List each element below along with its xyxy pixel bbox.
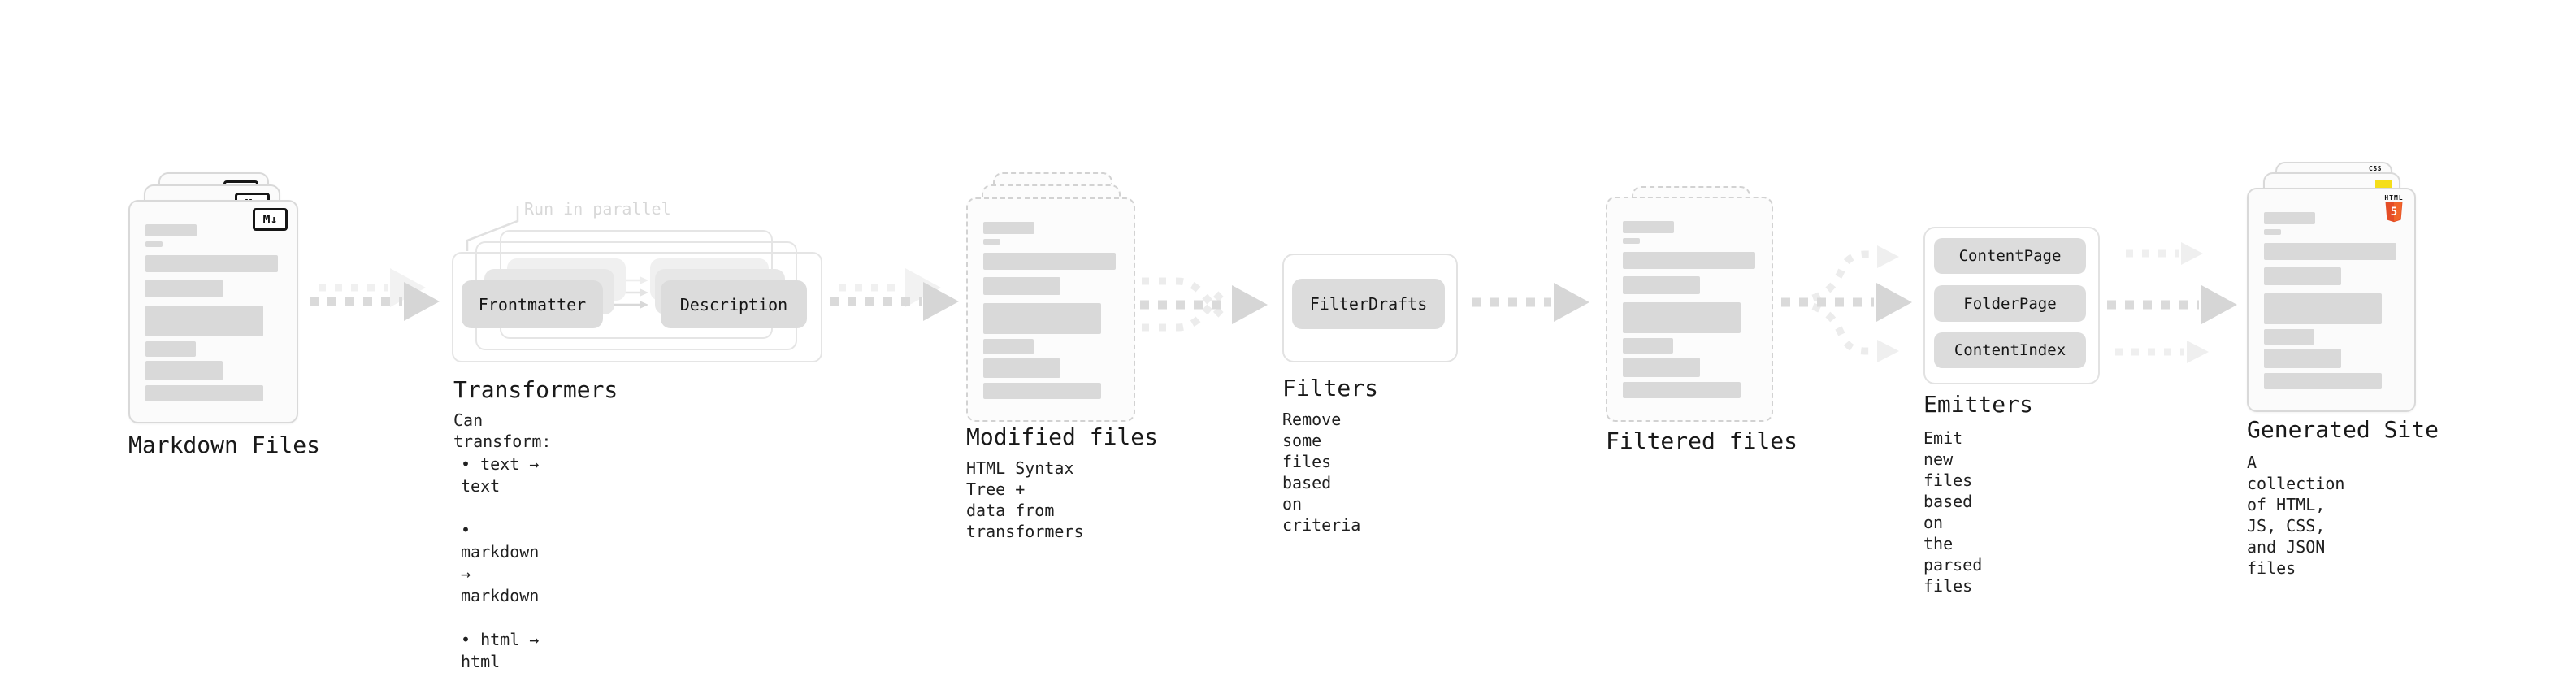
arrow-filtered-to-emitters-fork-icon [1781,245,1912,362]
filtered-files-title: Filtered files [1606,427,1798,454]
generated-site-title: Generated Site [2247,416,2439,443]
skeleton-bar [2264,349,2341,368]
contentpage-chip: ContentPage [1934,238,2086,274]
transformers-bullet-list: • text → text • markdown → markdown • ht… [461,432,539,681]
skeleton-bar [1623,252,1755,269]
skeleton-bar [145,341,196,357]
transformers-desc-heading: Can transform: [453,410,552,451]
skeleton-bar [145,224,197,236]
skeleton-bar [2264,243,2396,260]
frontmatter-chip: Frontmatter [462,280,603,328]
html5-shield-icon: 5 [2385,202,2403,223]
transformers-title: Transformers [453,376,618,403]
emitters-desc: Emit new files based on the parsed files [1923,428,1983,596]
bullet-item: • markdown → markdown [461,520,540,605]
arrow-emitters-to-generated-icon [2107,242,2237,363]
filterdrafts-chip: FilterDrafts [1292,279,1445,329]
filters-desc: Remove some files based on criteria [1282,410,1361,535]
skeleton-bar [1623,238,1640,244]
modified-page-front [966,197,1135,422]
modified-files-desc: HTML Syntax Tree + data from transformer… [966,458,1084,541]
skeleton-bar [1623,338,1673,354]
skeleton-bar [1623,276,1700,294]
bullet-item: • text → text [461,454,540,496]
skeleton-bar [145,306,263,336]
generated-page-front: HTML 5 [2247,188,2416,412]
folderpage-chip: FolderPage [1934,285,2086,322]
skeleton-bar [145,241,163,247]
skeleton-bar [983,277,1060,295]
skeleton-bar [1623,302,1741,333]
skeleton-bar [983,303,1101,334]
arrow-markdown-to-transformers-icon [310,268,440,321]
emitters-title: Emitters [1923,391,2033,418]
skeleton-bar [2264,373,2382,389]
contentindex-chip: ContentIndex [1934,332,2086,368]
filtered-page-front [1606,197,1773,422]
skeleton-bar [983,222,1034,234]
skeleton-bar [983,239,1000,245]
arrow-filters-to-filtered-icon [1472,283,1589,322]
arrow-modified-to-filters-merge-icon [1140,277,1268,332]
skeleton-bar [983,339,1034,354]
skeleton-bar [983,383,1101,399]
skeleton-bar [983,253,1116,270]
skeleton-bar [1623,221,1674,233]
bullet-item: • html → html [461,630,540,671]
skeleton-bar [2264,267,2341,285]
js-logo-icon [2375,180,2392,189]
skeleton-bar [2264,229,2281,235]
description-chip: Description [661,280,807,328]
skeleton-bar [2264,293,2382,324]
skeleton-bar [2264,212,2315,224]
transformer-card-front [452,252,822,362]
html5-logo-text: HTML [2384,194,2404,202]
arrow-transformers-to-modified-icon [830,268,959,321]
skeleton-bar [1623,382,1741,398]
skeleton-bar [145,280,223,297]
html5-logo-icon: HTML 5 [2383,194,2405,226]
skeleton-bar [145,385,263,401]
skeleton-bar [145,361,223,380]
css-logo-text: CSS [2369,165,2382,172]
generated-site-desc: A collection of HTML, JS, CSS, and JSON … [2247,453,2345,578]
skeleton-bar [145,255,278,272]
skeleton-bar [1623,358,1700,377]
skeleton-bar [2264,329,2314,345]
skeleton-bar [983,358,1060,378]
annotation-connector-line [466,206,519,251]
svg-text:5: 5 [2391,206,2397,219]
markdown-files-title: Markdown Files [128,432,321,458]
markdown-file-icon: M↓ [253,208,288,231]
modified-files-title: Modified files [966,423,1159,450]
filters-title: Filters [1282,375,1379,401]
markdown-page-front: M↓ [128,200,298,423]
run-in-parallel-annotation: Run in parallel [524,199,671,219]
